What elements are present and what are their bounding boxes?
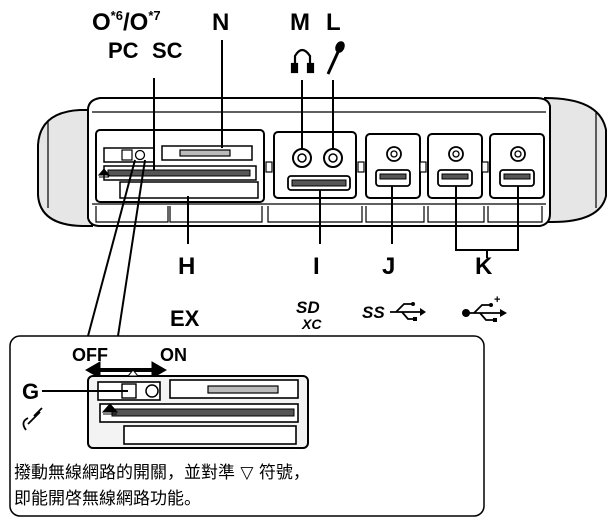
usb-icon: + [462,294,507,322]
card-slot-panel [95,129,265,203]
wireless-icon [22,407,43,431]
label-L: L [326,9,341,36]
label-EX: EX [170,306,200,331]
label-G: G [22,379,39,404]
usb2-port-1 [419,133,483,199]
svg-text:SD: SD [296,298,320,317]
label-N: N [212,9,229,36]
label-OFF: OFF [72,345,108,365]
label-PC: PC [108,38,139,63]
label-SC: SC [152,38,183,63]
label-M: M [290,9,310,36]
label-J: J [382,253,395,280]
top-labels: O*6/O*7 N PC SC M L [92,8,341,63]
label-ON: ON [160,345,187,365]
svg-text:XC: XC [301,316,322,332]
usb2-port-2 [481,133,545,199]
usb3-port [357,133,421,199]
wireless-switch-caption: 撥動無線網路的開關，並對準 ▽ 符號， 即能開啓無線網路功能。 [14,460,484,512]
label-O6: O*6/O*7 [92,8,161,36]
headphone-icon [290,48,315,74]
label-H: H [178,253,195,280]
svg-text:+: + [494,294,500,306]
label-K: K [475,253,493,280]
sd-xc-logo: SD XC [296,298,322,332]
label-I: I [313,253,320,280]
svg-text:SS: SS [362,303,385,322]
toggle-arrow [84,361,168,379]
caption-line-1: 撥動無線網路的開關，並對準 ▽ 符號， [14,463,310,483]
eject-icon [97,168,111,178]
zoom-callout: OFF ON G [9,335,485,517]
bottom-labels: H EX I J K [170,253,493,331]
usb-superspeed-icon: SS [362,302,426,322]
microphone-icon [326,41,345,75]
caption-line-2: 即能開啓無線網路功能。 [14,489,201,509]
audio-sd-panel [265,131,357,199]
leader-lines [87,40,519,337]
